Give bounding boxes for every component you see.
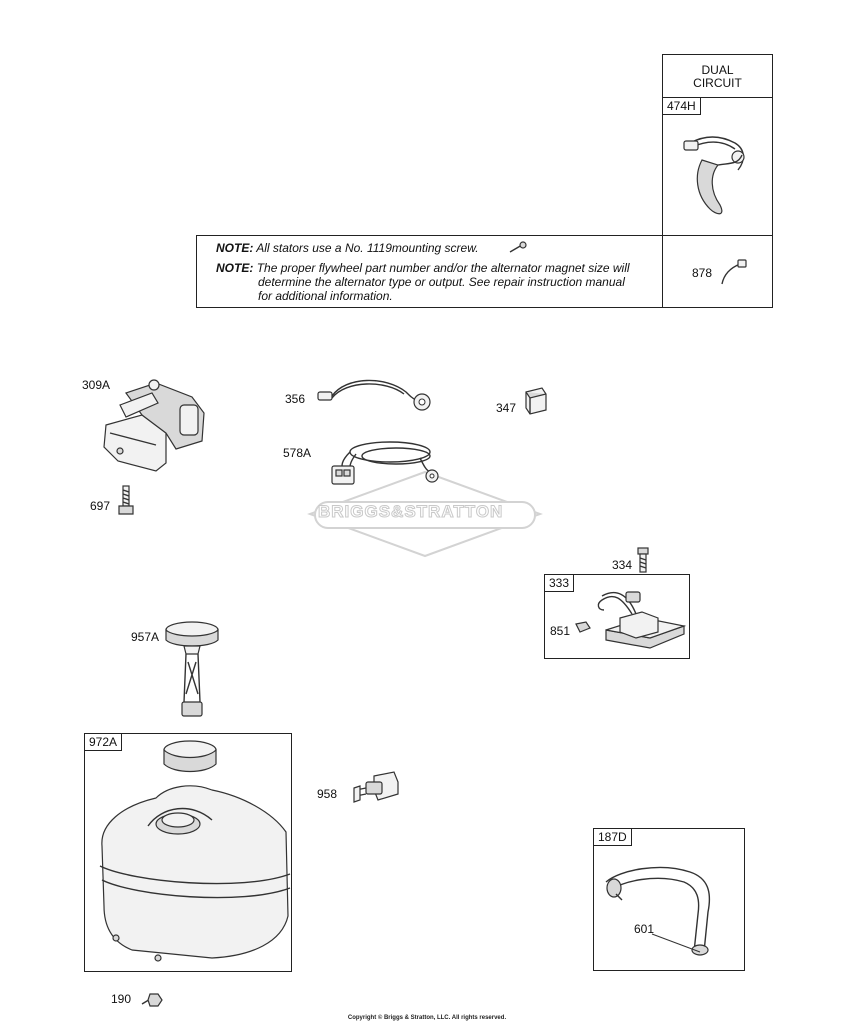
part-label-958[interactable]: 958 — [317, 787, 338, 801]
stator-309A-illustration[interactable] — [96, 375, 216, 475]
briggs-stratton-logo-watermark — [307, 470, 543, 558]
note-key-2: NOTE: — [216, 261, 254, 275]
part-label-333[interactable]: 333 — [545, 575, 575, 592]
fuel-cap-957A-illustration[interactable] — [164, 618, 224, 722]
leader-line-601 — [651, 933, 701, 953]
dual-circuit-title: DUAL CIRCUIT — [662, 64, 773, 90]
part-label-851[interactable]: 851 — [550, 624, 571, 638]
note-box — [196, 235, 663, 308]
dual-circuit-divider-lower — [662, 235, 773, 236]
part-label-578A[interactable]: 578A — [283, 446, 312, 460]
screw-190-illustration[interactable] — [140, 992, 164, 1008]
ground-wire-356-illustration[interactable] — [316, 374, 436, 414]
note-text-2-line3: for additional information. — [258, 289, 393, 303]
dual-circuit-divider — [662, 97, 773, 98]
fuel-valve-958-illustration[interactable] — [352, 770, 402, 806]
part-label-190[interactable]: 190 — [111, 992, 132, 1006]
screw-697-illustration[interactable] — [116, 484, 136, 518]
part-label-878[interactable]: 878 — [692, 266, 713, 280]
part-label-601[interactable]: 601 — [634, 922, 655, 936]
note-line-2: NOTE: The proper flywheel part number an… — [216, 261, 630, 275]
terminal-878-illustration[interactable] — [720, 259, 750, 286]
wire-harness-578A-illustration[interactable] — [320, 436, 450, 496]
fuel-line-187D-illustration[interactable] — [600, 852, 720, 962]
fuel-tank-972A-illustration[interactable] — [92, 736, 292, 966]
clip-851-illustration[interactable] — [574, 620, 594, 636]
dual-circuit-box — [662, 54, 773, 308]
watermark-text: BRIGGS&STRATTON — [317, 502, 504, 522]
part-label-972A[interactable]: 972A — [85, 734, 123, 751]
note-key-1: NOTE: — [216, 241, 254, 255]
note-text-1: All stators use a No. 1119mounting screw… — [256, 241, 479, 255]
dual-circuit-title-line2: CIRCUIT — [693, 76, 742, 90]
part-label-347[interactable]: 347 — [496, 401, 517, 415]
part-label-697[interactable]: 697 — [90, 499, 111, 513]
part-label-334[interactable]: 334 — [612, 558, 633, 572]
screw-icon — [509, 241, 527, 253]
stator-harness-474H-illustration[interactable] — [680, 125, 760, 225]
dual-circuit-title-line1: DUAL — [701, 63, 734, 77]
part-label-957A[interactable]: 957A — [131, 630, 160, 644]
fuel-line-box-187D — [593, 828, 745, 971]
ignition-coil-box-333 — [544, 574, 690, 659]
note-line-1: NOTE: All stators use a No. 1119mounting… — [216, 241, 479, 255]
part-label-309A[interactable]: 309A — [82, 378, 111, 392]
part-label-187D[interactable]: 187D — [594, 829, 632, 846]
note-text-2-line1: The proper flywheel part number and/or t… — [256, 261, 630, 275]
ignition-coil-333-illustration[interactable] — [592, 588, 688, 652]
screw-334-illustration[interactable] — [636, 546, 650, 574]
connector-347-illustration[interactable] — [520, 386, 550, 420]
fuel-tank-box-972A — [84, 733, 292, 972]
part-label-474H[interactable]: 474H — [663, 98, 701, 115]
part-label-356[interactable]: 356 — [285, 392, 306, 406]
copyright-notice: Copyright © Briggs & Stratton, LLC. All … — [347, 1015, 507, 1021]
note-text-2-line2: determine the alternator type or output.… — [258, 275, 625, 289]
